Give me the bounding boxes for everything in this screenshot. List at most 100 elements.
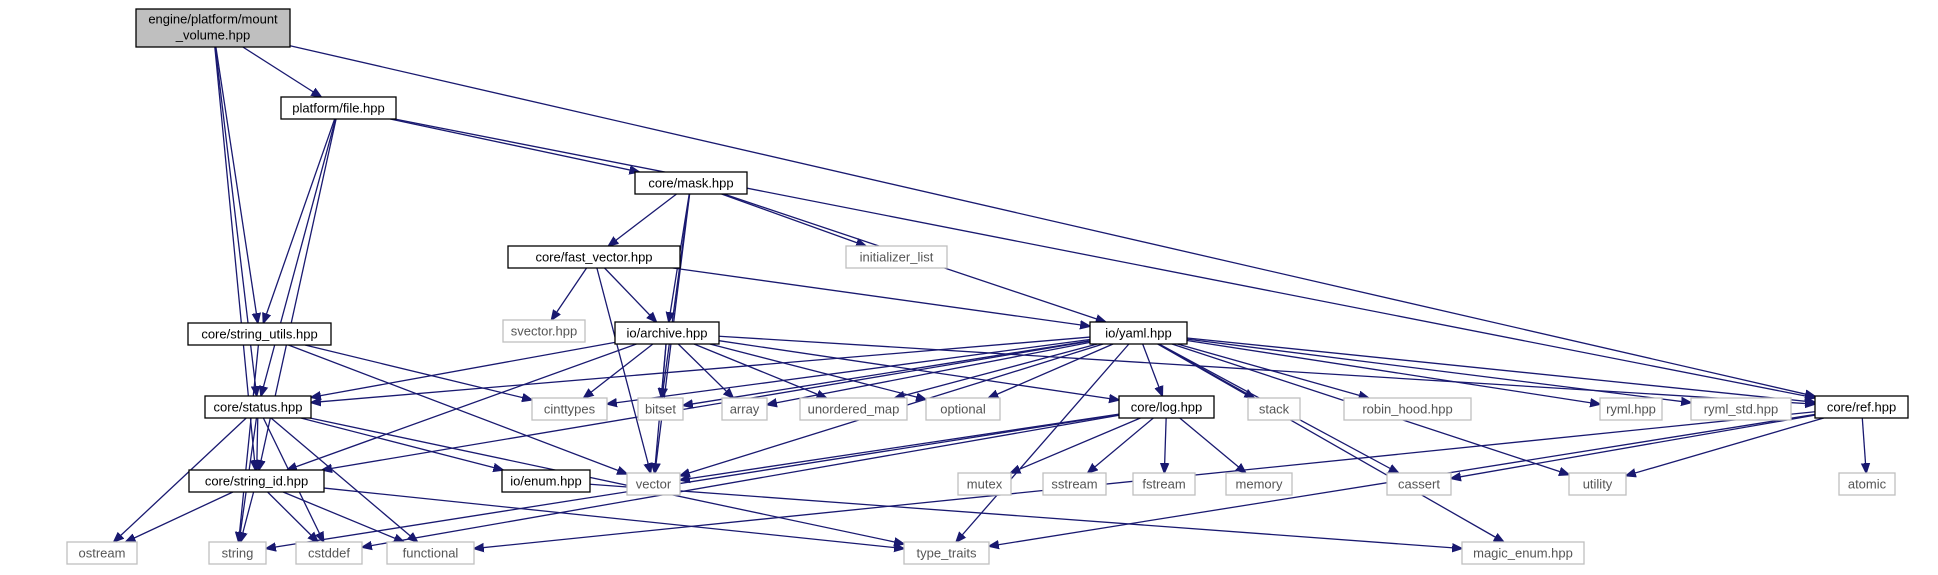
node-memory: memory (1225, 472, 1293, 496)
node-optional: optional (925, 397, 1001, 421)
node-label: cstddef (308, 546, 350, 561)
node-box (1247, 397, 1301, 421)
node-label: io/archive.hpp (627, 326, 708, 341)
edge-string_id-to-ostream (126, 491, 234, 542)
edge-file-to-ref (394, 118, 1815, 398)
node-svector: svector.hpp (502, 319, 586, 343)
edge-yaml-to-unordered_map (895, 343, 1098, 398)
node-archive[interactable]: io/archive.hpp (614, 321, 720, 345)
node-box (386, 541, 475, 565)
node-box (634, 171, 748, 195)
node-label: utility (1583, 477, 1613, 492)
node-unordered-map: unordered_map (799, 397, 908, 421)
node-string-id[interactable]: core/string_id.hpp (188, 469, 325, 493)
edge-mount_volume-to-file (242, 46, 321, 97)
edge-yaml-to-status (311, 336, 1091, 402)
edge-string_id-to-functional (282, 491, 404, 542)
edge-log-to-string (266, 413, 1120, 548)
node-log[interactable]: core/log.hpp (1118, 395, 1215, 419)
edge-log-to-mutex (1011, 417, 1141, 473)
edge-mask-to-fast_vector (608, 193, 677, 246)
edge-log-to-sstream (1088, 417, 1154, 473)
edge-mask-to-initializer_list (721, 193, 866, 246)
node-utility: utility (1568, 472, 1627, 496)
node-box (1042, 472, 1107, 496)
node-ryml-std: ryml_std.hpp (1690, 397, 1792, 421)
edge-log-to-memory (1179, 417, 1246, 473)
node-label: core/mask.hpp (648, 176, 733, 191)
edge-archive-to-string_id (287, 343, 637, 470)
node-box (903, 541, 990, 565)
node-label: ryml_std.hpp (1704, 402, 1778, 417)
edge-yaml-to-log (1142, 343, 1163, 396)
edge-status-to-enum (300, 417, 503, 470)
node-box (721, 397, 768, 421)
edge-fast_vector-to-yaml (672, 267, 1090, 326)
node-box (626, 472, 681, 496)
node-fstream: fstream (1132, 472, 1196, 496)
node-box (845, 245, 948, 269)
node-box (502, 319, 586, 343)
node-box (1386, 472, 1452, 496)
node-box (925, 397, 1001, 421)
edge-yaml-to-array (767, 341, 1091, 404)
edge-string_utils-to-string (239, 344, 260, 542)
node-status[interactable]: core/status.hpp (204, 395, 312, 419)
node-label: string (222, 546, 254, 561)
node-label: core/string_id.hpp (205, 474, 308, 489)
node-mask[interactable]: core/mask.hpp (634, 171, 748, 195)
node-ryml: ryml.hpp (1599, 397, 1663, 421)
node-fast-vector[interactable]: core/fast_vector.hpp (507, 245, 681, 269)
node-functional: functional (386, 541, 475, 565)
node-label: ostream (79, 546, 126, 561)
node-box (637, 397, 684, 421)
node-mutex: mutex (957, 472, 1012, 496)
edge-log-to-cstddef (362, 414, 1120, 547)
node-box (1838, 472, 1896, 496)
node-label: io/enum.hpp (510, 474, 582, 489)
edge-archive-to-optional (709, 343, 926, 400)
node-label: array (730, 402, 760, 417)
node-string-utils[interactable]: core/string_utils.hpp (187, 322, 332, 346)
edge-ref-to-utility (1626, 417, 1824, 476)
node-cassert: cassert (1386, 472, 1452, 496)
edge-mount_volume-to-ref (289, 45, 1815, 397)
node-mount-volume[interactable]: engine/platform/mount_volume.hpp (135, 8, 291, 48)
node-label: fstream (1142, 477, 1185, 492)
edge-yaml-to-ref (1186, 337, 1815, 402)
node-box (1343, 397, 1472, 421)
node-label: sstream (1051, 477, 1097, 492)
node-yaml[interactable]: io/yaml.hpp (1089, 321, 1188, 345)
node-label: bitset (645, 402, 676, 417)
edge-string_id-to-cstddef (267, 491, 318, 542)
node-enum[interactable]: io/enum.hpp (501, 469, 591, 493)
edge-string_id-to-string (240, 491, 255, 542)
node-box (1568, 472, 1627, 496)
node-robin-hood: robin_hood.hpp (1343, 397, 1472, 421)
edge-file-to-string_utils (263, 118, 336, 323)
node-label: type_traits (917, 546, 977, 561)
node-box (66, 541, 138, 565)
node-ostream: ostream (66, 541, 138, 565)
node-box (531, 397, 608, 421)
edge-string_utils-to-cinttypes (304, 344, 532, 400)
node-stack: stack (1247, 397, 1301, 421)
node-cinttypes: cinttypes (531, 397, 608, 421)
node-sstream: sstream (1042, 472, 1107, 496)
node-label: io/yaml.hpp (1105, 326, 1171, 341)
node-file[interactable]: platform/file.hpp (280, 96, 397, 120)
node-box (280, 96, 397, 120)
edge-string_utils-to-vector (288, 344, 627, 474)
node-ref[interactable]: core/ref.hpp (1814, 395, 1909, 419)
edge-yaml-to-robin_hood (1177, 343, 1368, 398)
edge-status-to-ostream (114, 417, 247, 542)
edge-ref-to-cassert (1451, 414, 1816, 478)
node-box (295, 541, 363, 565)
node-label: vector (636, 477, 672, 492)
edge-yaml-to-optional (988, 343, 1114, 398)
node-label: core/log.hpp (1131, 400, 1203, 415)
edge-status-to-string_id (257, 417, 258, 470)
node-label: cinttypes (544, 402, 596, 417)
edge-file-to-mask (390, 118, 639, 172)
